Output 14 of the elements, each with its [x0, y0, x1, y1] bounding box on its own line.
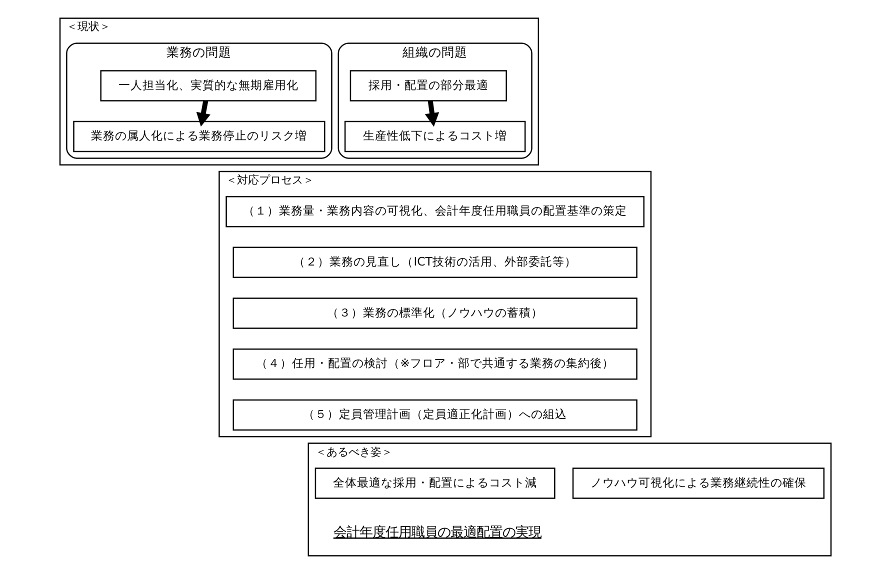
node-box: （３）業務の標準化（ノウハウの蓄積） — [232, 298, 637, 329]
node-box: （１）業務量・業務内容の可視化、会計年度任用職員の配置基準の策定 — [225, 196, 644, 228]
label: 会計年度任用職員の最適配置の実現 — [332, 525, 541, 540]
node-box: 採用・配置の部分最適 — [349, 70, 506, 102]
node-box: 一人担当化、実質的な無期雇用化 — [100, 70, 316, 102]
node-box: 生産性低下によるコスト増 — [344, 120, 526, 152]
arrow — [196, 100, 210, 127]
node-box: （５）定員管理計画（定員適正化計画）への組込 — [232, 399, 637, 431]
node-box: 業務の属人化による業務停止のリスク増 — [72, 120, 325, 152]
node-box: ノウハウ可視化による業務継続性の確保 — [572, 468, 824, 499]
arrow — [424, 100, 439, 127]
node-box: （２）業務の見直し（ICT技術の活用、外部委託等） — [232, 246, 637, 278]
node-box: 全体最適な採用・配置によるコスト減 — [314, 468, 555, 499]
node-box: （４）任用・配置の検討（※フロア・部で共通する業務の集約後） — [232, 348, 637, 380]
